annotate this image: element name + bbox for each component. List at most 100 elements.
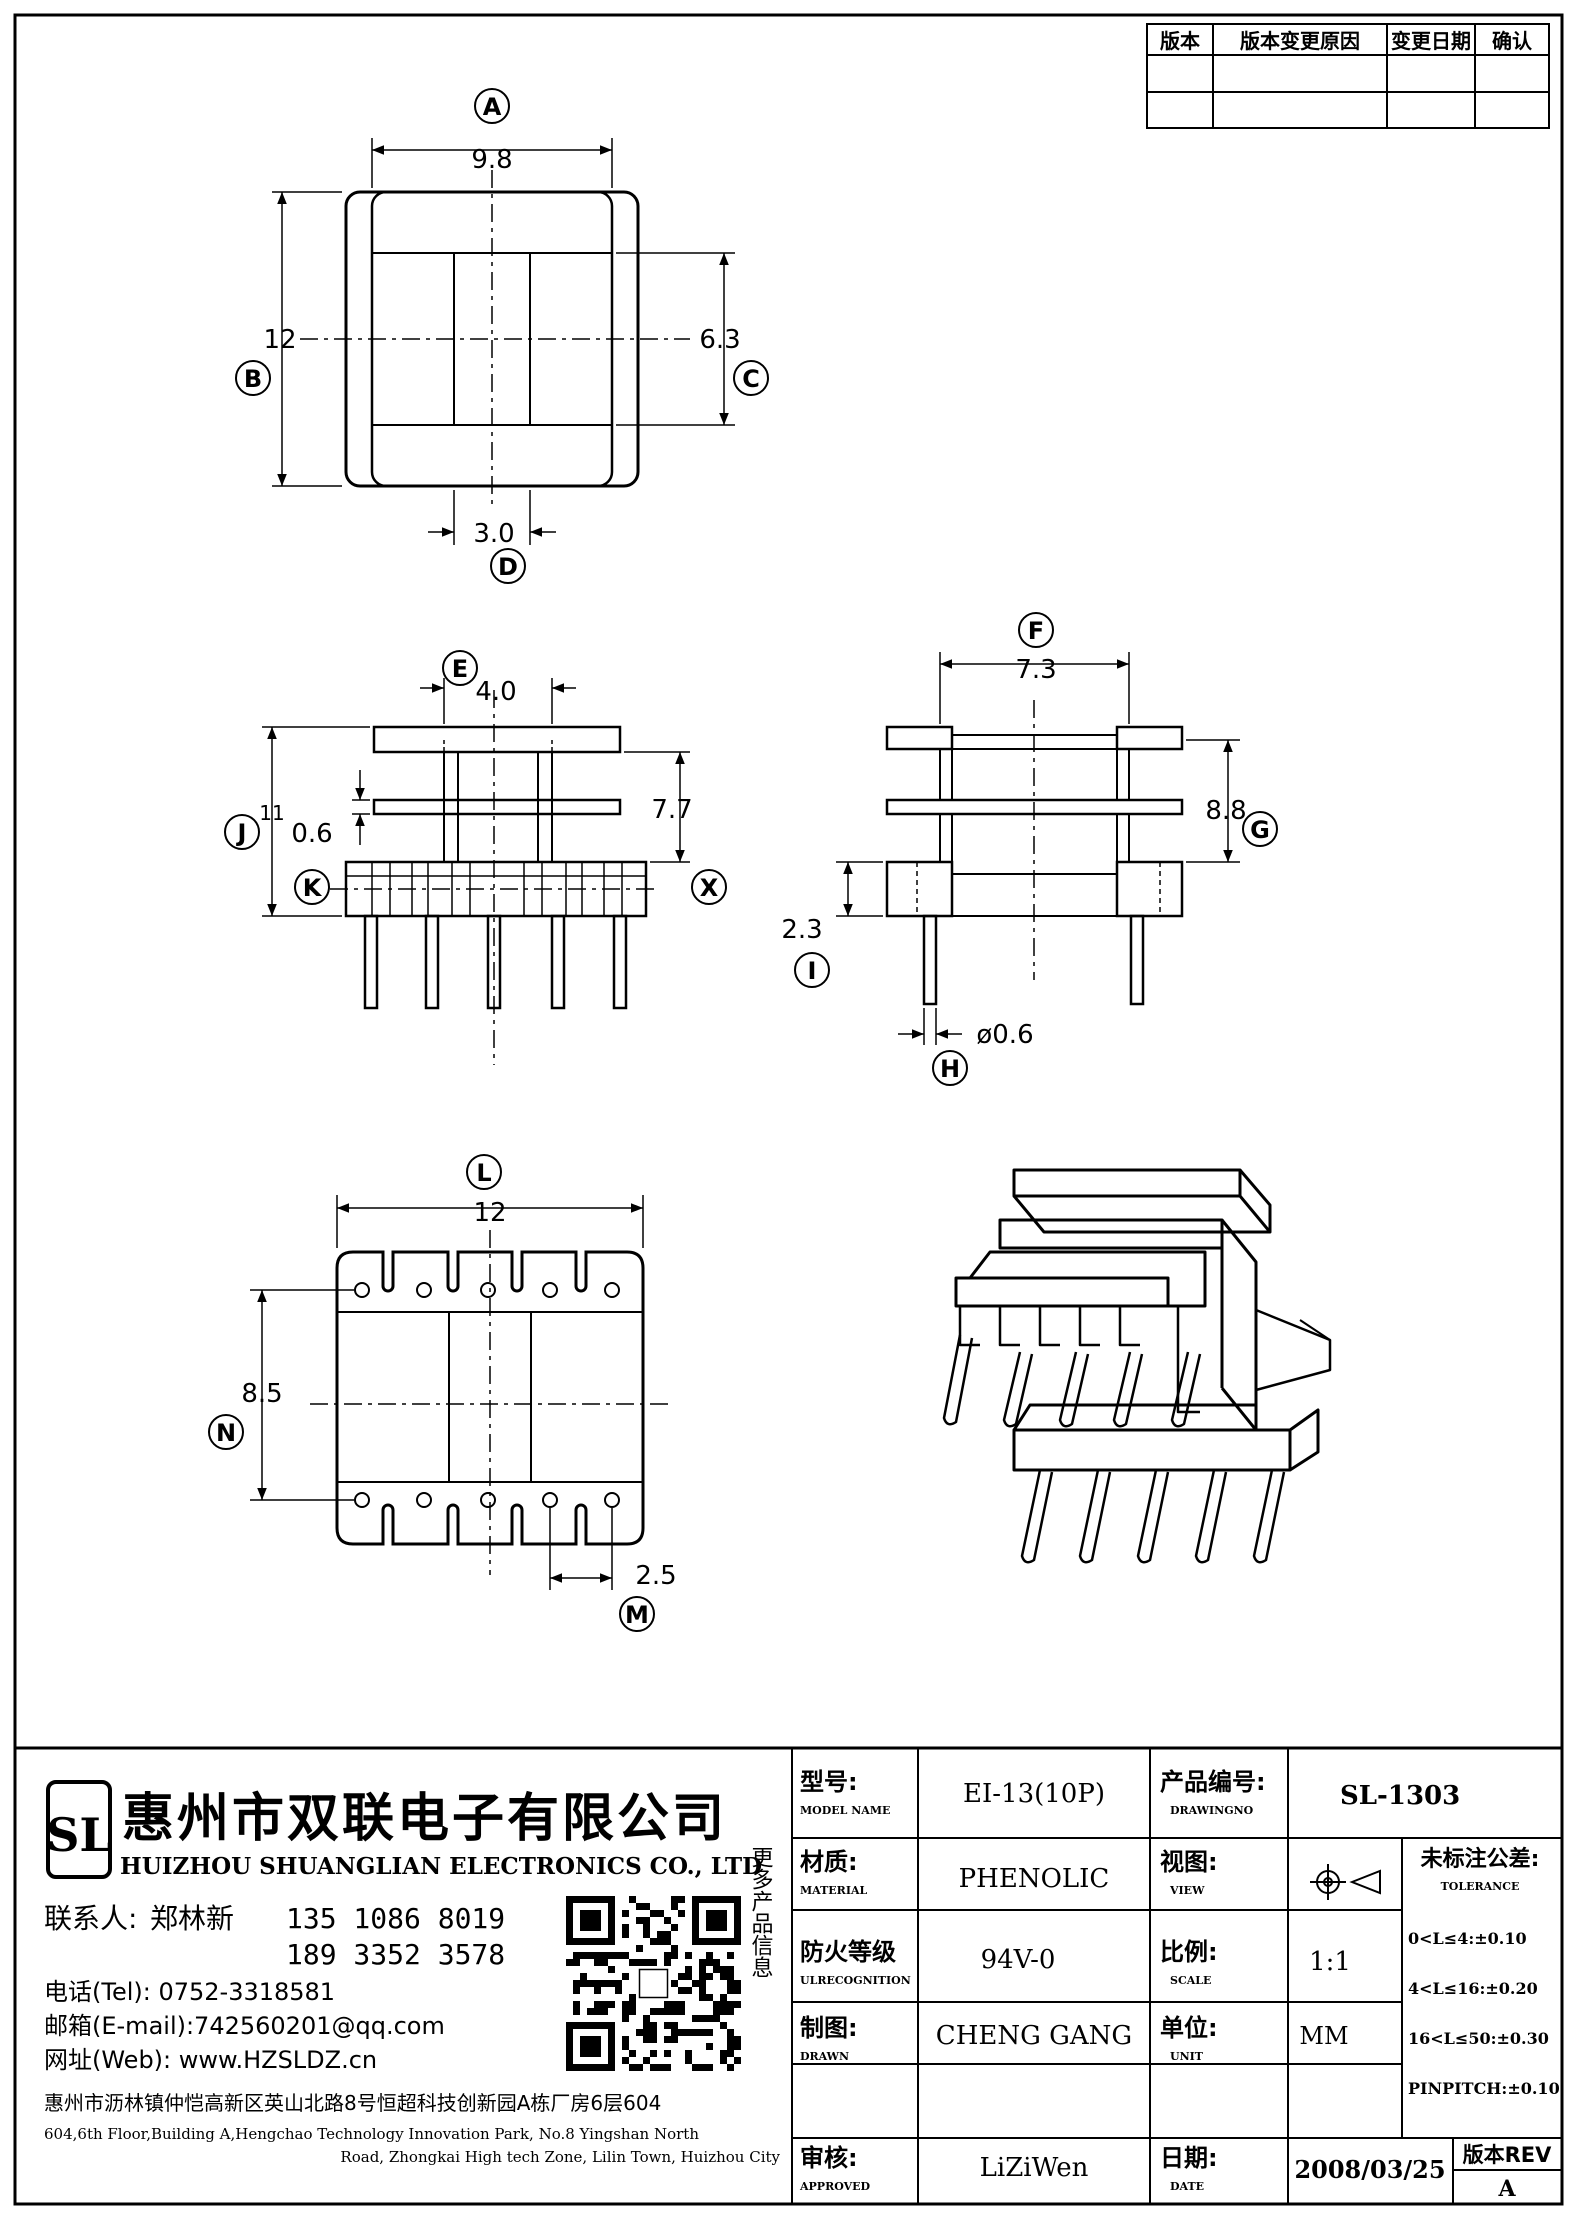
- dim-h: ø0.6: [976, 1020, 1033, 1050]
- dim-g: 8.8: [1205, 796, 1246, 826]
- date-value: 2008/03/25: [1294, 2155, 1445, 2184]
- phone-2: 189 3352 3578: [286, 1938, 505, 1971]
- dim-f: 7.3: [1015, 655, 1056, 685]
- dim-x: 7.7: [651, 795, 692, 825]
- rev-col-version: 版本: [1160, 29, 1200, 53]
- model-value: EI-13(10P): [963, 1779, 1105, 1809]
- model-label-en: MODEL NAME: [800, 1804, 890, 1817]
- bubble-d: D: [490, 548, 526, 584]
- dim-n: 8.5: [241, 1379, 282, 1409]
- drawn-label-cn: 制图:: [800, 2014, 858, 2042]
- date-label-en: DATE: [1170, 2180, 1204, 2193]
- drawing-value: SL-1303: [1340, 1781, 1460, 1811]
- rev-value: A: [1497, 2176, 1516, 2202]
- dim-e: 4.0: [475, 677, 516, 707]
- side-view: [885, 700, 1184, 1006]
- bubble-e: E: [442, 650, 478, 686]
- tolerance-2: 4<L≤16:±0.20: [1408, 1979, 1538, 1998]
- bubble-c: C: [733, 360, 769, 396]
- approved-label-cn: 审核:: [800, 2144, 858, 2172]
- address-en-2: Road, Zhongkai High tech Zone, Lilin Tow…: [340, 2148, 780, 2166]
- fire-label-en: ULRECOGNITION: [800, 1974, 911, 1987]
- company-email: 邮箱(E-mail):742560201@qq.com: [44, 2012, 445, 2040]
- dim-a: 9.8: [471, 145, 512, 175]
- svg-text:X: X: [700, 874, 719, 902]
- dim-b: 12: [263, 325, 296, 355]
- rev-col-reason: 版本变更原因: [1240, 29, 1360, 53]
- front-view-dimensions: [262, 678, 690, 917]
- model-label-cn: 型号:: [800, 1768, 858, 1796]
- title-block-grid: [791, 1748, 1562, 2204]
- bubble-f: F: [1018, 612, 1054, 648]
- approved-value: LiZiWen: [980, 2153, 1089, 2183]
- address-en-1: 604,6th Floor,Building A,Hengchao Techno…: [44, 2125, 699, 2143]
- company-name-en: HUIZHOU SHUANGLIAN ELECTRONICS CO., LTD: [120, 1853, 762, 1880]
- projection-symbol-icon: [1310, 1864, 1381, 1900]
- drawn-label-en: DRAWN: [800, 2050, 849, 2063]
- material-label-cn: 材质:: [800, 1848, 858, 1876]
- fire-label-cn: 防火等级: [800, 1938, 896, 1966]
- unit-label-cn: 单位:: [1160, 2014, 1218, 2042]
- rev-col-confirm: 确认: [1492, 29, 1533, 53]
- bubble-a: A: [474, 88, 510, 124]
- front-view: [330, 690, 660, 1065]
- svg-text:M: M: [625, 1601, 649, 1629]
- svg-text:N: N: [216, 1419, 236, 1447]
- company-logo: SL: [46, 1780, 112, 1879]
- bubble-l: L: [466, 1154, 502, 1190]
- rev-col-date: 变更日期: [1391, 29, 1471, 53]
- rev-label: 版本REV: [1463, 2143, 1553, 2167]
- more-products-label: 更多产品信息: [748, 1846, 774, 1978]
- bubble-m: M: [619, 1596, 655, 1632]
- svg-text:F: F: [1028, 617, 1044, 645]
- tolerance-3: 16<L≤50:±0.30: [1408, 2029, 1549, 2048]
- svg-text:E: E: [452, 655, 468, 683]
- top-view: [300, 170, 690, 510]
- fire-value: 94V-0: [981, 1945, 1056, 1975]
- svg-text:H: H: [940, 1055, 960, 1083]
- drawing-label-cn: 产品编号:: [1160, 1768, 1266, 1796]
- dim-d: 3.0: [473, 519, 514, 549]
- tolerance-label-en: TOLERANCE: [1441, 1880, 1520, 1893]
- address-cn: 惠州市沥林镇仲恺高新区英山北路8号恒超科技创新园A栋厂房6层604: [44, 2091, 661, 2115]
- dim-c: 6.3: [699, 325, 740, 355]
- company-tel: 电话(Tel): 0752-3318581: [44, 1978, 335, 2006]
- sheet-border: [13, 13, 1564, 2206]
- unit-value: MM: [1299, 2022, 1348, 2050]
- revision-table: [1146, 23, 1550, 129]
- svg-text:K: K: [303, 874, 323, 902]
- dim-k: 0.6: [291, 819, 332, 849]
- bubble-h: H: [932, 1050, 968, 1086]
- bottom-view-dimensions: [250, 1195, 644, 1590]
- tolerance-label-cn: 未标注公差:: [1421, 1846, 1540, 1872]
- svg-text:B: B: [244, 365, 262, 393]
- dim-j: 11: [259, 801, 284, 825]
- material-value: PHENOLIC: [959, 1864, 1110, 1894]
- bubble-n: N: [208, 1414, 244, 1450]
- svg-text:SL: SL: [46, 1808, 112, 1862]
- side-view-dimensions: [836, 652, 1240, 1045]
- qr-code: [566, 1896, 741, 2071]
- dim-m: 2.5: [635, 1561, 676, 1591]
- contact-label: 联系人:: [44, 1902, 137, 1935]
- svg-text:G: G: [1250, 816, 1270, 844]
- scale-value: 1:1: [1309, 1947, 1351, 1977]
- scale-label-en: SCALE: [1170, 1974, 1211, 1987]
- svg-text:I: I: [808, 957, 817, 985]
- dim-i: 2.3: [781, 915, 822, 945]
- view-label-en: VIEW: [1169, 1884, 1205, 1897]
- bubble-x: X: [691, 869, 727, 905]
- bubble-b: B: [235, 360, 271, 396]
- svg-text:D: D: [498, 553, 518, 581]
- unit-label-en: UNIT: [1170, 2050, 1204, 2063]
- svg-text:L: L: [476, 1159, 491, 1187]
- tolerance-4: PINPITCH:±0.10: [1408, 2079, 1560, 2098]
- drawing-label-en: DRAWINGNO: [1170, 1804, 1254, 1817]
- svg-text:J: J: [236, 819, 247, 847]
- bubble-j: J: [224, 814, 260, 850]
- scale-label-cn: 比例:: [1160, 1938, 1218, 1966]
- bubble-g: G: [1242, 811, 1278, 847]
- svg-text:A: A: [483, 93, 502, 121]
- top-view-dimensions: [272, 138, 735, 545]
- approved-label-en: APPROVED: [799, 2180, 871, 2193]
